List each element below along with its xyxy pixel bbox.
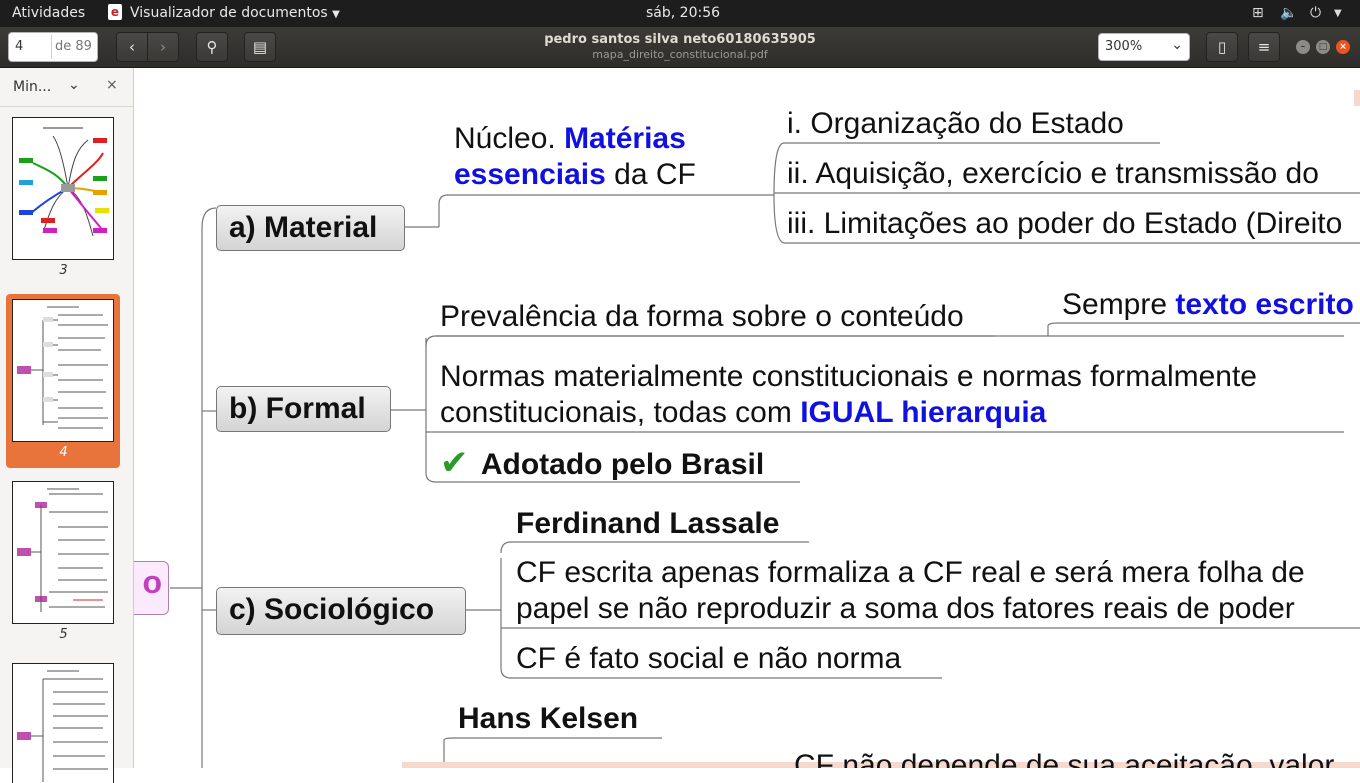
page-number-input[interactable]: 4 — [15, 39, 24, 54]
chevron-down-icon[interactable]: ⌄ — [68, 77, 80, 93]
material-item-2: ii. Aquisição, exercício e transmissão d… — [787, 157, 1319, 190]
thumbnail-page-6[interactable] — [12, 663, 114, 783]
material-item-3: iii. Limitações ao poder do Estado (Dire… — [787, 207, 1343, 240]
maximize-icon: □ — [1318, 42, 1328, 52]
activities-button[interactable]: Atividades — [12, 5, 86, 21]
thumbnail-image — [17, 488, 109, 612]
system-menu-chevron-icon[interactable]: ▼ — [1334, 8, 1342, 19]
divider — [51, 35, 52, 59]
minimize-icon: – — [1300, 42, 1306, 52]
clipboard-icon: ▤ — [252, 38, 268, 56]
next-page-button[interactable]: › — [147, 32, 179, 62]
chevron-left-icon: ‹ — [129, 38, 135, 56]
document-view[interactable]: o a) Material Núcleo. Matérias essenciai… — [134, 68, 1360, 768]
power-icon[interactable]: ⏻ — [1310, 5, 1322, 21]
nucleo-bold-1: Matérias — [564, 122, 686, 155]
node-sociologico: c) Sociológico — [216, 587, 466, 635]
normas-line-2-prefix: constitucionais, todas com — [440, 396, 801, 429]
desc-line-2: papel se não reproduzir a soma dos fator… — [516, 592, 1295, 625]
maximize-window-button[interactable]: □ — [1316, 40, 1330, 54]
thumbnail-image — [17, 306, 108, 429]
node-formal: b) Formal — [216, 386, 391, 432]
sociologico-author: Ferdinand Lassale — [516, 507, 780, 540]
page-total-label: de 89 — [55, 39, 92, 54]
adotado-label: Adotado pelo Brasil — [480, 448, 765, 481]
checkmark-icon: ✔ — [440, 444, 469, 482]
juridico-partial-text: CF não depende de sua aceitação, valor — [794, 749, 1335, 768]
formal-normas-text: Normas materialmente constitucionais e n… — [440, 359, 1257, 431]
document-viewer-app-icon: e — [108, 4, 122, 20]
sidebar-mode-label[interactable]: Min... — [13, 79, 52, 95]
material-item-1: i. Organização do Estado — [787, 107, 1124, 140]
app-menu-label: Visualizador de documentos — [130, 5, 328, 21]
close-icon: × — [1339, 42, 1347, 52]
menu-button[interactable]: ≡ — [1248, 32, 1280, 62]
clock[interactable]: sáb, 20:56 — [646, 5, 721, 21]
thumbnail-page-3[interactable] — [12, 117, 114, 260]
highlight-bar — [1354, 90, 1360, 106]
annotations-button[interactable]: ▤ — [244, 32, 276, 62]
material-nucleo-text: Núcleo. Matérias essenciais da CF — [454, 121, 696, 193]
sidebar-header: Min... ⌄ × — [0, 68, 133, 107]
document-title: pedro santos silva neto60180635905 — [544, 32, 816, 47]
previous-page-button[interactable]: ‹ — [116, 32, 148, 62]
page-view-button[interactable]: ▯ — [1206, 32, 1238, 62]
thumbnail-image — [19, 127, 109, 237]
sidebar: Min... ⌄ × 3 — [0, 68, 134, 783]
sempre-prefix: Sempre — [1062, 288, 1176, 321]
chevron-down-icon: ▼ — [332, 9, 340, 20]
normas-line-2-bold: IGUAL hierarquia — [800, 396, 1047, 429]
nucleo-suffix: da CF — [605, 158, 696, 191]
node-material: a) Material — [216, 205, 405, 251]
document-icon: ▯ — [1217, 38, 1227, 56]
chevron-down-icon: ⌄ — [1171, 37, 1183, 53]
mindmap-connectors — [170, 142, 1360, 768]
thumbnail-page-4[interactable] — [12, 299, 114, 442]
search-button[interactable]: ⚲ — [196, 32, 228, 62]
root-node-label: o — [142, 564, 162, 600]
nucleo-prefix: Núcleo. — [454, 122, 565, 155]
highlight-bar — [402, 762, 1360, 768]
thumbnail-image — [17, 670, 108, 782]
nucleo-bold-2: essenciais — [454, 158, 606, 191]
formal-sempre-text: Sempre texto escrito — [1062, 287, 1354, 323]
hamburger-icon: ≡ — [1257, 38, 1271, 56]
sempre-bold: texto escrito — [1175, 288, 1354, 321]
chevron-right-icon: › — [160, 38, 166, 56]
thumbnail-page-5[interactable] — [12, 481, 114, 624]
page-selector[interactable]: 4 de 89 — [8, 32, 98, 62]
desc-line-1: CF escrita apenas formaliza a CF real e … — [516, 556, 1305, 589]
app-menu[interactable]: Visualizador de documentos ▼ — [130, 5, 340, 21]
thumbnail-page-label: 3 — [59, 263, 68, 278]
close-window-button[interactable]: × — [1336, 40, 1350, 54]
formal-adotado-text: ✔ Adotado pelo Brasil — [440, 445, 764, 483]
system-top-bar: Atividades e Visualizador de documentos … — [0, 0, 1360, 27]
normas-line-1: Normas materialmente constitucionais e n… — [440, 360, 1257, 393]
root-node: o — [134, 561, 169, 615]
zoom-select[interactable]: 300% ⌄ — [1098, 33, 1190, 61]
close-icon[interactable]: × — [106, 77, 118, 93]
volume-icon[interactable]: 🔈 — [1280, 5, 1298, 21]
header-bar: 4 de 89 ‹ › ⚲ ▤ pedro santos silva neto6… — [0, 27, 1360, 68]
network-icon[interactable]: ⊞ — [1252, 5, 1264, 21]
document-filename: mapa_direito_constitucional.pdf — [592, 48, 768, 61]
search-icon: ⚲ — [206, 38, 218, 56]
zoom-value: 300% — [1105, 39, 1143, 54]
sociologico-fato-social: CF é fato social e não norma — [516, 642, 902, 675]
minimize-window-button[interactable]: – — [1296, 40, 1310, 54]
juridico-author: Hans Kelsen — [458, 702, 639, 735]
sociologico-desc-text: CF escrita apenas formaliza a CF real e … — [516, 555, 1305, 627]
thumbnail-page-label: 5 — [59, 627, 68, 642]
thumbnail-page-label: 4 — [59, 445, 68, 460]
formal-prevalencia-text: Prevalência da forma sobre o conteúdo — [440, 300, 964, 333]
